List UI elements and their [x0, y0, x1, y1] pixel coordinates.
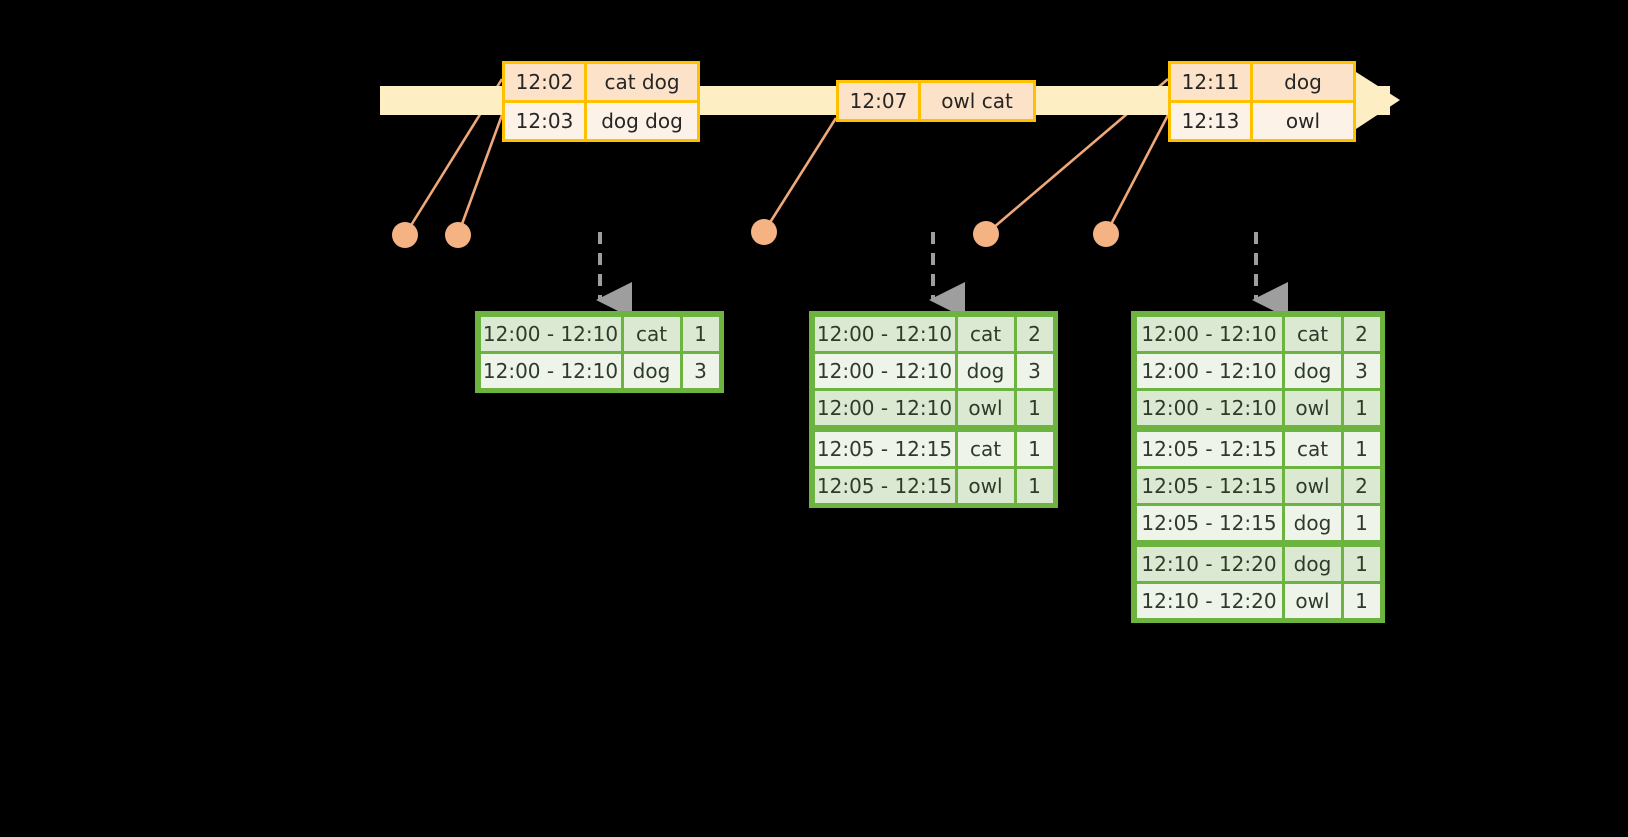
- cell-count: 3: [1016, 353, 1053, 388]
- cell-count: 1: [1343, 431, 1380, 466]
- event-marker-dot: [445, 222, 471, 248]
- event-time: 12:02: [505, 64, 587, 100]
- cell-window: 12:05 - 12:15: [814, 431, 955, 466]
- cell-key: dog: [1284, 546, 1341, 581]
- event-marker-dot: [973, 221, 999, 247]
- cell-count: 1: [682, 316, 719, 351]
- cell-key: cat: [957, 316, 1014, 351]
- cell-count: 1: [1016, 468, 1053, 503]
- cell-key: dog: [1284, 353, 1341, 388]
- event-marker-dot: [751, 219, 777, 245]
- cell-window: 12:00 - 12:10: [480, 353, 621, 388]
- cell-key: cat: [623, 316, 680, 351]
- timeline-event-row[interactable]: 12:03 dog dog: [505, 100, 697, 139]
- cell-window: 12:05 - 12:15: [1136, 505, 1282, 540]
- cell-count: 2: [1343, 468, 1380, 503]
- event-value: owl: [1253, 103, 1353, 139]
- cell-count: 1: [1016, 431, 1053, 466]
- timeline-event-group-2[interactable]: 12:07 owl cat: [836, 80, 1036, 122]
- cell-key: cat: [1284, 431, 1341, 466]
- cell-count: 2: [1343, 316, 1380, 351]
- event-time: 12:03: [505, 103, 587, 139]
- connector-line-5: [1104, 114, 1170, 235]
- cell-key: cat: [957, 431, 1014, 466]
- cell-key: dog: [1284, 505, 1341, 540]
- cell-count: 1: [1343, 390, 1380, 425]
- cell-count: 3: [682, 353, 719, 388]
- cell-window: 12:00 - 12:10: [480, 316, 621, 351]
- cell-window: 12:10 - 12:20: [1136, 546, 1282, 581]
- event-markers: [392, 219, 1119, 248]
- cell-window: 12:00 - 12:10: [1136, 390, 1282, 425]
- event-marker-dot: [1093, 221, 1119, 247]
- event-value: dog: [1253, 64, 1353, 100]
- cell-key: owl: [957, 468, 1014, 503]
- cell-window: 12:05 - 12:15: [1136, 468, 1282, 503]
- cell-key: owl: [1284, 468, 1341, 503]
- event-value: dog dog: [587, 103, 697, 139]
- timeline-event-row[interactable]: 12:07 owl cat: [839, 83, 1033, 119]
- cell-key: dog: [623, 353, 680, 388]
- event-marker-dot: [392, 222, 418, 248]
- timeline-event-group-3[interactable]: 12:11 dog 12:13 owl: [1168, 61, 1356, 142]
- event-value: cat dog: [587, 64, 697, 100]
- connector-line-2: [456, 114, 504, 236]
- timeline-event-row[interactable]: 12:11 dog: [1171, 64, 1353, 100]
- cell-window: 12:00 - 12:10: [814, 353, 955, 388]
- timeline-event-row[interactable]: 12:13 owl: [1171, 100, 1353, 139]
- cell-window: 12:05 - 12:15: [1136, 431, 1282, 466]
- cell-count: 2: [1016, 316, 1053, 351]
- cell-key: dog: [957, 353, 1014, 388]
- cell-window: 12:00 - 12:10: [814, 390, 955, 425]
- cell-window: 12:00 - 12:10: [1136, 316, 1282, 351]
- cell-count: 1: [1016, 390, 1053, 425]
- cell-key: owl: [957, 390, 1014, 425]
- cell-key: owl: [1284, 390, 1341, 425]
- timeline-event-row[interactable]: 12:02 cat dog: [505, 64, 697, 100]
- event-value: owl cat: [921, 83, 1033, 119]
- connector-line-3: [762, 117, 838, 233]
- event-time: 12:11: [1171, 64, 1253, 100]
- emit-arrows: [596, 232, 1288, 318]
- cell-key: owl: [1284, 583, 1341, 618]
- cell-key: cat: [1284, 316, 1341, 351]
- cell-window: 12:00 - 12:10: [1136, 353, 1282, 388]
- cell-count: 1: [1343, 583, 1380, 618]
- cell-window: 12:05 - 12:15: [814, 468, 955, 503]
- cell-window: 12:00 - 12:10: [814, 316, 955, 351]
- cell-window: 12:10 - 12:20: [1136, 583, 1282, 618]
- cell-count: 1: [1343, 546, 1380, 581]
- timeline-event-group-1[interactable]: 12:02 cat dog 12:03 dog dog: [502, 61, 700, 142]
- cell-count: 3: [1343, 353, 1380, 388]
- cell-count: 1: [1343, 505, 1380, 540]
- event-time: 12:13: [1171, 103, 1253, 139]
- event-time: 12:07: [839, 83, 921, 119]
